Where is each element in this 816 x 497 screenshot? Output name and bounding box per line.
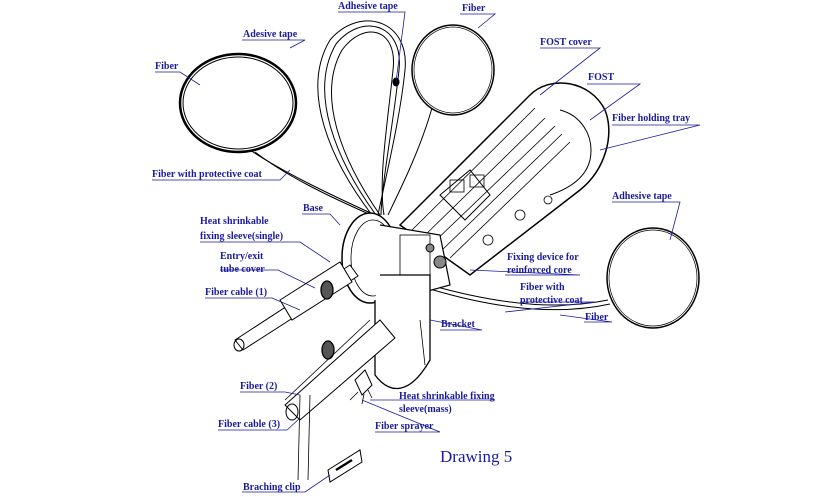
label-fost: FOST <box>588 72 614 83</box>
label-entry-exit-2: tube cover <box>220 264 265 275</box>
label-braching-clip: Braching clip <box>243 482 301 493</box>
bracket <box>374 274 431 390</box>
label-fiber-protective-coat-right-1: Fiber with <box>520 282 565 293</box>
leader-lines <box>152 11 701 493</box>
braching-clip <box>327 449 363 483</box>
label-fixing-device-1: Fixing device for <box>507 252 579 263</box>
label-heat-sleeve-single-1: Heat shrinkable <box>200 216 269 227</box>
fost-body <box>398 82 610 276</box>
label-fiber-protective-coat-right-2: protective coat <box>520 295 584 306</box>
label-fiber-left: Fiber <box>155 61 179 72</box>
label-heat-sleeve-single-2: fixing sleeve(single) <box>200 231 283 242</box>
fiber-coil-left <box>178 52 379 219</box>
label-adesive-tape: Adesive tape <box>243 29 298 40</box>
label-entry-exit-1: Entry/exit <box>220 251 264 262</box>
label-fiber-cable-3: Fiber cable (3) <box>218 419 280 430</box>
label-fiber-right: Fiber <box>585 312 609 323</box>
label-fiber-protective-coat-left: Fiber with protective coat <box>152 169 263 180</box>
fiber-cable-3 <box>284 319 396 421</box>
fiber-sprayer <box>349 369 373 405</box>
label-adhesive-tape-top: Adhesive tape <box>338 1 398 12</box>
label-bracket: Bracket <box>441 319 476 330</box>
label-fiber-sprayer: Fiber sprayer <box>375 421 434 432</box>
labels: Adhesive tape Fiber Adesive tape FOST co… <box>152 1 690 493</box>
label-base: Base <box>303 203 324 214</box>
fiber-coil-top-right <box>387 24 495 216</box>
label-adhesive-tape-right: Adhesive tape <box>612 191 672 202</box>
label-heat-sleeve-mass-2: sleeve(mass) <box>399 404 452 415</box>
fiber-cable-1 <box>233 261 359 352</box>
drawing-caption: Drawing 5 <box>440 447 512 466</box>
label-fiber-top: Fiber <box>462 3 486 14</box>
label-fost-cover: FOST cover <box>540 37 592 48</box>
label-fixing-device-2: reinforced core <box>507 265 572 276</box>
label-fiber-2: Fiber (2) <box>240 381 277 392</box>
label-fiber-cable-1: Fiber cable (1) <box>205 287 267 298</box>
label-heat-sleeve-mass-1: Heat shrinkable fixing <box>399 391 495 402</box>
label-fiber-holding-tray: Fiber holding tray <box>612 113 690 124</box>
fiber-coil-top-loop <box>317 20 406 216</box>
